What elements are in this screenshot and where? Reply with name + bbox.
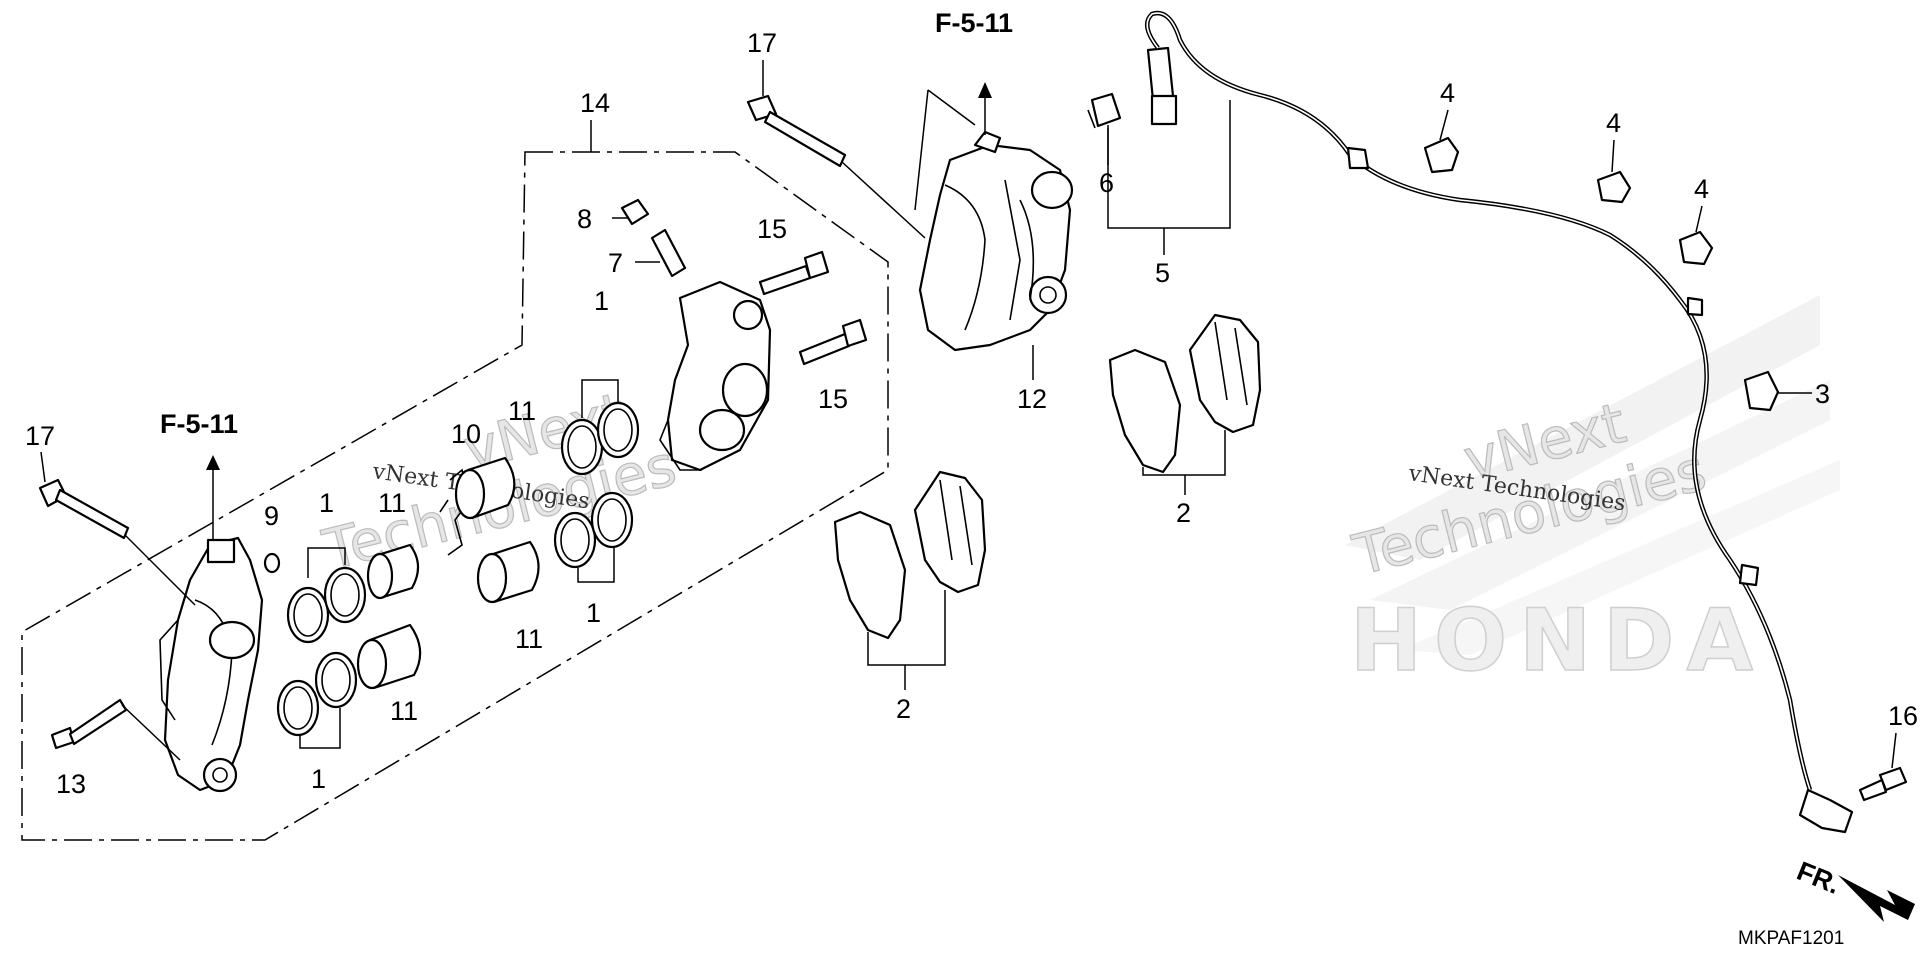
callout-1-center-top: 1 (594, 286, 609, 316)
leader-ref-top (914, 89, 976, 211)
left-caliper-body (159, 536, 264, 793)
front-direction-label: FR. (1793, 856, 1845, 900)
callout-1-left-top: 1 (319, 488, 334, 518)
callout-15-upper: 15 (757, 214, 787, 244)
callout-11-left-top: 11 (378, 488, 406, 518)
leader-17-left (40, 451, 46, 483)
callout-15-lower: 15 (818, 384, 848, 414)
callout-3: 3 (1815, 379, 1830, 409)
callout-17-left: 17 (25, 421, 55, 451)
connector-6 (1087, 92, 1122, 129)
ref-arrow-left (206, 455, 220, 470)
callout-2-lower: 2 (896, 694, 911, 724)
abs-sensor-wire (1144, 10, 1854, 834)
bolt-15-upper (758, 250, 830, 296)
callout-7: 7 (608, 248, 623, 278)
callout-5: 5 (1155, 258, 1170, 288)
pistons-left (356, 543, 422, 690)
clamp-4-b (1596, 170, 1632, 204)
callout-13: 13 (56, 769, 86, 799)
callout-8: 8 (577, 204, 592, 234)
leader-2a (867, 590, 946, 666)
clamp-3 (1743, 370, 1780, 412)
bolt-17-top (746, 94, 926, 239)
diagram-code: MKPAF1201 (1738, 928, 1844, 949)
honda-wing-watermark (1345, 295, 1840, 655)
leader-1b (299, 708, 341, 749)
brake-pads-lower (833, 470, 987, 640)
callout-10: 10 (451, 419, 481, 449)
leader-16 (1891, 732, 1897, 769)
front-direction-arrow (1838, 875, 1915, 922)
leader-5 (1107, 100, 1231, 229)
bolt-15-lower (798, 318, 868, 366)
bleeder-cap-8 (620, 198, 650, 226)
callout-4-b: 4 (1606, 108, 1621, 138)
leader-1a (307, 547, 346, 578)
callout-11-center-top: 11 (508, 396, 536, 426)
ref-label-left: F-5-11 (160, 409, 238, 439)
washer-9 (263, 552, 281, 574)
caliper-half-center (659, 280, 772, 472)
bleeder-screw-7 (650, 228, 687, 278)
leader-1d (577, 548, 615, 583)
clamp-4-c (1678, 230, 1714, 266)
leader-4-c (1695, 205, 1703, 233)
piston-seals-center (553, 401, 640, 569)
callout-11-left-bottom: 11 (390, 696, 418, 726)
bolt-17-left (38, 478, 196, 606)
brake-pads-upper (1108, 313, 1262, 474)
piston-seals-left (276, 566, 367, 737)
leader-2b (1142, 430, 1226, 476)
bolt-13 (50, 698, 181, 761)
right-caliper-assembly-12 (918, 130, 1074, 352)
callout-2-upper: 2 (1176, 498, 1191, 528)
leader-4-b (1611, 139, 1615, 173)
clamp-4-a (1423, 136, 1460, 174)
callout-17-top: 17 (747, 28, 777, 58)
pistons-center (454, 456, 540, 604)
bolt-16 (1858, 766, 1908, 802)
callout-14: 14 (580, 88, 610, 118)
connector-plug (1146, 46, 1178, 126)
callout-6: 6 (1099, 168, 1114, 198)
callout-4-a: 4 (1440, 78, 1455, 108)
leader-4-a (1439, 109, 1449, 141)
ref-arrow-top (978, 82, 992, 98)
callout-1-left-bottom: 1 (311, 764, 326, 794)
callout-9: 9 (264, 501, 279, 531)
ref-label-top: F-5-11 (935, 8, 1013, 38)
callout-16: 16 (1888, 701, 1918, 731)
callout-12: 12 (1017, 384, 1047, 414)
callout-1-center-bottom: 1 (586, 598, 601, 628)
caliper-assembly-boundary (21, 151, 889, 841)
honda-watermark: HONDA (1350, 591, 1765, 691)
leader-1c (581, 379, 619, 418)
callout-4-c: 4 (1694, 174, 1709, 204)
callout-11-center-bottom: 11 (515, 624, 543, 654)
